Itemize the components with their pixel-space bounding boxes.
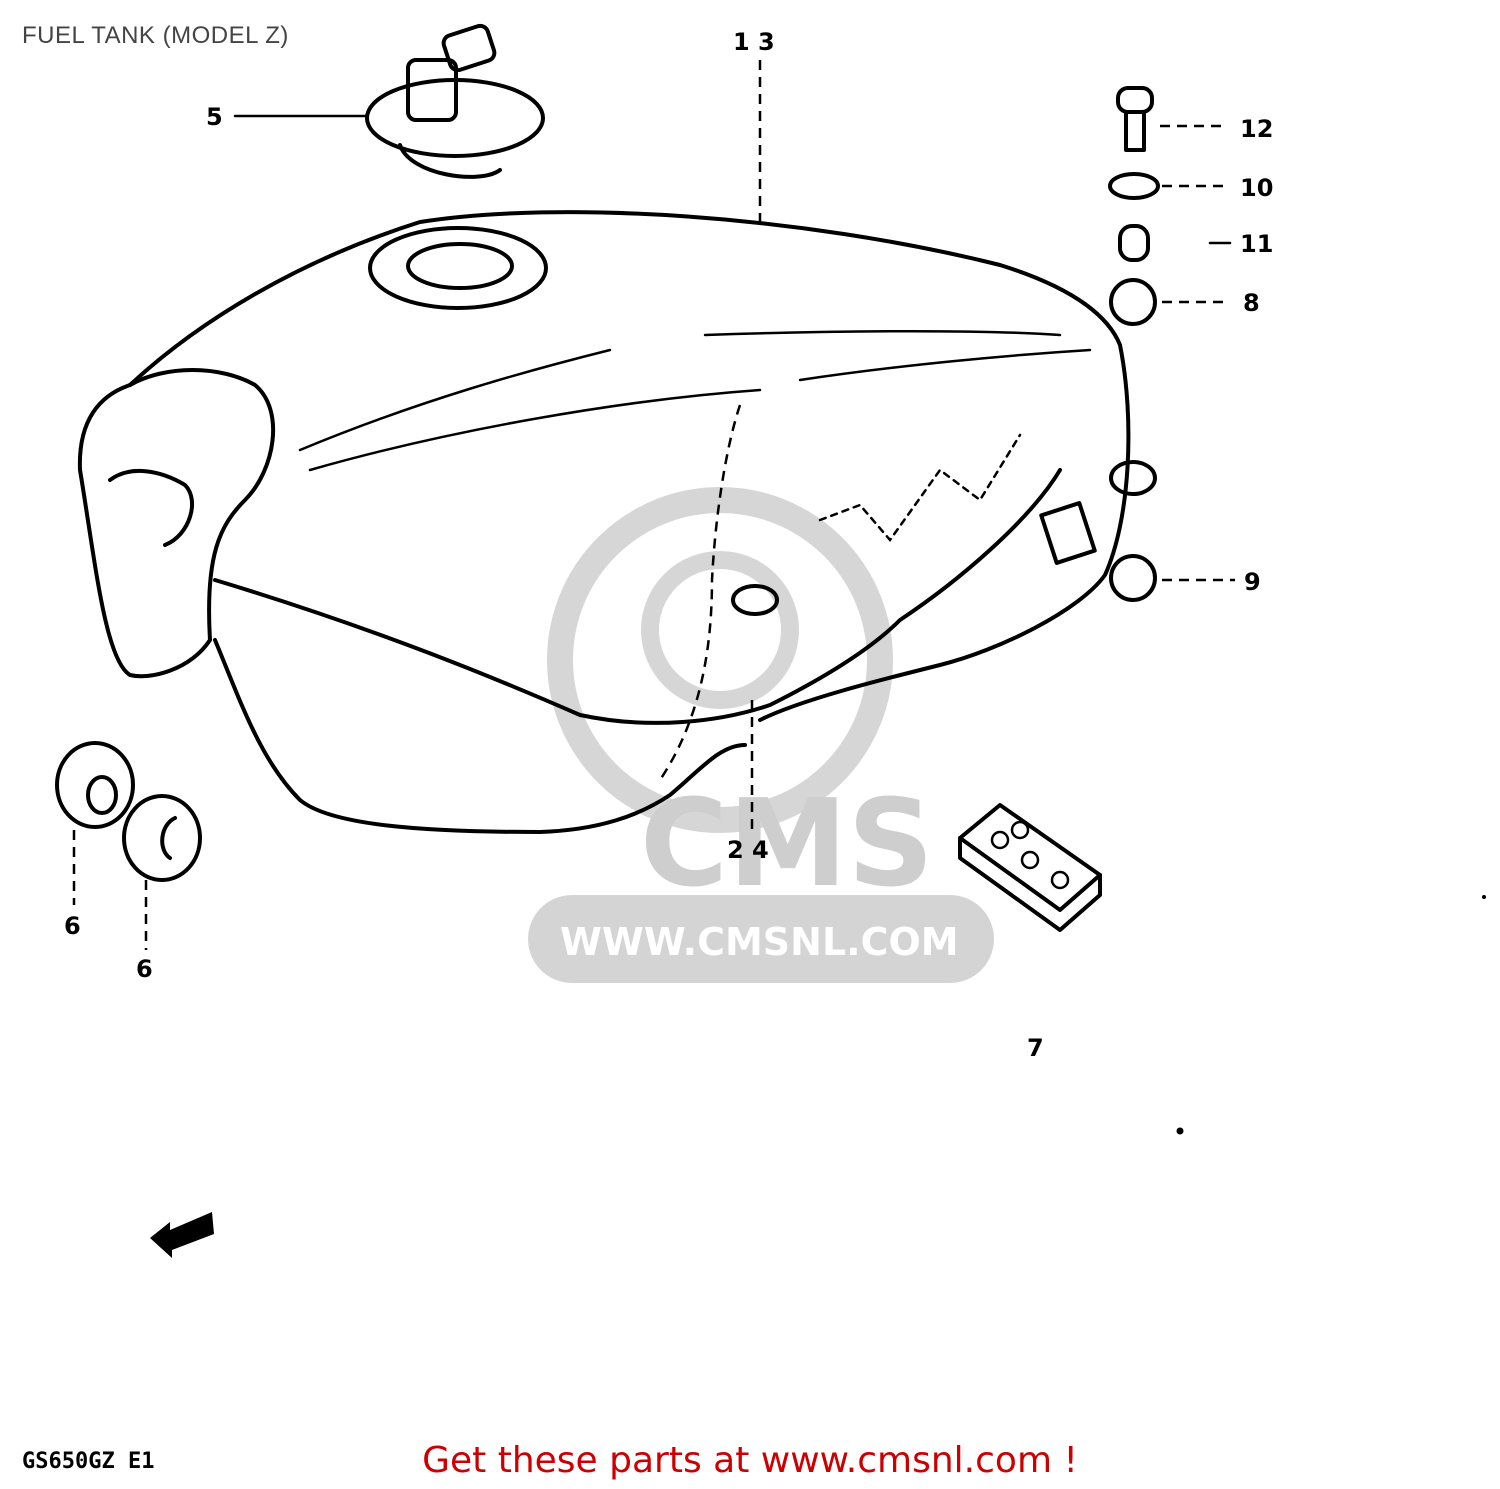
- watermark-mascot-head: [641, 551, 799, 709]
- bolt-shank: [1124, 110, 1146, 152]
- callout-6a: 6: [64, 912, 81, 940]
- tank-pad-top: [958, 803, 1102, 912]
- knee-grip-left: [77, 368, 276, 679]
- callout-8: 8: [1243, 289, 1260, 317]
- callout-11: 11: [1240, 230, 1273, 258]
- fuel-tank: [77, 210, 1157, 834]
- callout-5: 5: [206, 103, 223, 131]
- washer-part: [1108, 172, 1160, 200]
- watermark-mascot-ring: [547, 487, 893, 833]
- callout-1-3: 1 3: [733, 28, 775, 56]
- promo-link[interactable]: Get these parts at www.cmsnl.com !: [422, 1440, 1078, 1481]
- tank-highlight-2: [308, 388, 762, 472]
- knee-grip-recess: [108, 468, 195, 547]
- callout-6b: 6: [136, 955, 153, 983]
- bolt-part: [1116, 86, 1154, 152]
- leader-lines: [72, 60, 1235, 950]
- front-arrow-icon: [150, 1212, 214, 1258]
- tank-underside: [213, 638, 747, 834]
- callout-9: 9: [1244, 568, 1261, 596]
- fuel-cap-key: [441, 23, 497, 73]
- watermark-url: WWW.CMSNL.COM: [560, 920, 959, 964]
- tank-hidden-line: [658, 404, 742, 781]
- tank-pad-dot: [1010, 820, 1030, 840]
- callout-10: 10: [1240, 174, 1273, 202]
- callout-7: 7: [1027, 1034, 1044, 1062]
- tank-label-plate: [1039, 501, 1097, 565]
- collar-part: [1118, 224, 1150, 262]
- callouts: 1 3 5 12 10 11 8 9 2 4 6 6 7: [64, 28, 1273, 1062]
- page-title: FUEL TANK (MODEL Z): [22, 22, 289, 49]
- tank-seam: [213, 468, 1062, 725]
- cushion-front-hole: [86, 775, 118, 815]
- callout-12: 12: [1240, 115, 1273, 143]
- tank-highlight-3: [703, 330, 1062, 337]
- fuel-cap-lock: [406, 58, 458, 122]
- cushion-rear-part: [122, 794, 202, 882]
- filler-neck-inner: [406, 242, 514, 290]
- cushion-part: [1109, 278, 1157, 326]
- tank-highlight-4: [798, 348, 1092, 382]
- tank-pad-dot: [990, 830, 1010, 850]
- tank-highlight-1: [298, 348, 612, 452]
- model-code: GS650GZ E1: [22, 1449, 154, 1474]
- tank-pad-dot: [1020, 850, 1040, 870]
- tank-outline-top: [128, 210, 1131, 722]
- filler-neck-outer: [368, 226, 548, 310]
- tank-pad-part: [958, 803, 1102, 932]
- watermark: CMS WWW.CMSNL.COM: [528, 487, 994, 983]
- fuel-cap-base: [398, 143, 502, 179]
- bolt-head: [1116, 86, 1154, 114]
- tank-pad-dot: [1050, 870, 1070, 890]
- cushion-rear-outer: [122, 794, 202, 882]
- watermark-url-band: [528, 895, 994, 983]
- stray-dot: [1482, 895, 1486, 899]
- cushion-rear-hole: [160, 816, 177, 860]
- cushion-front-part: [55, 741, 135, 829]
- callout-2-4: 2 4: [727, 836, 769, 864]
- tank-pad-side: [958, 836, 1102, 932]
- grommet-part: [1109, 554, 1157, 602]
- tank-drain-boss: [731, 584, 779, 616]
- tank-emblem: [818, 433, 1022, 543]
- fuel-cap-part: [365, 23, 545, 179]
- stray-dot: [1176, 1127, 1184, 1135]
- tank-rear-tab: [1109, 460, 1157, 496]
- watermark-brand: CMS: [640, 775, 934, 914]
- cushion-front-outer: [55, 741, 135, 829]
